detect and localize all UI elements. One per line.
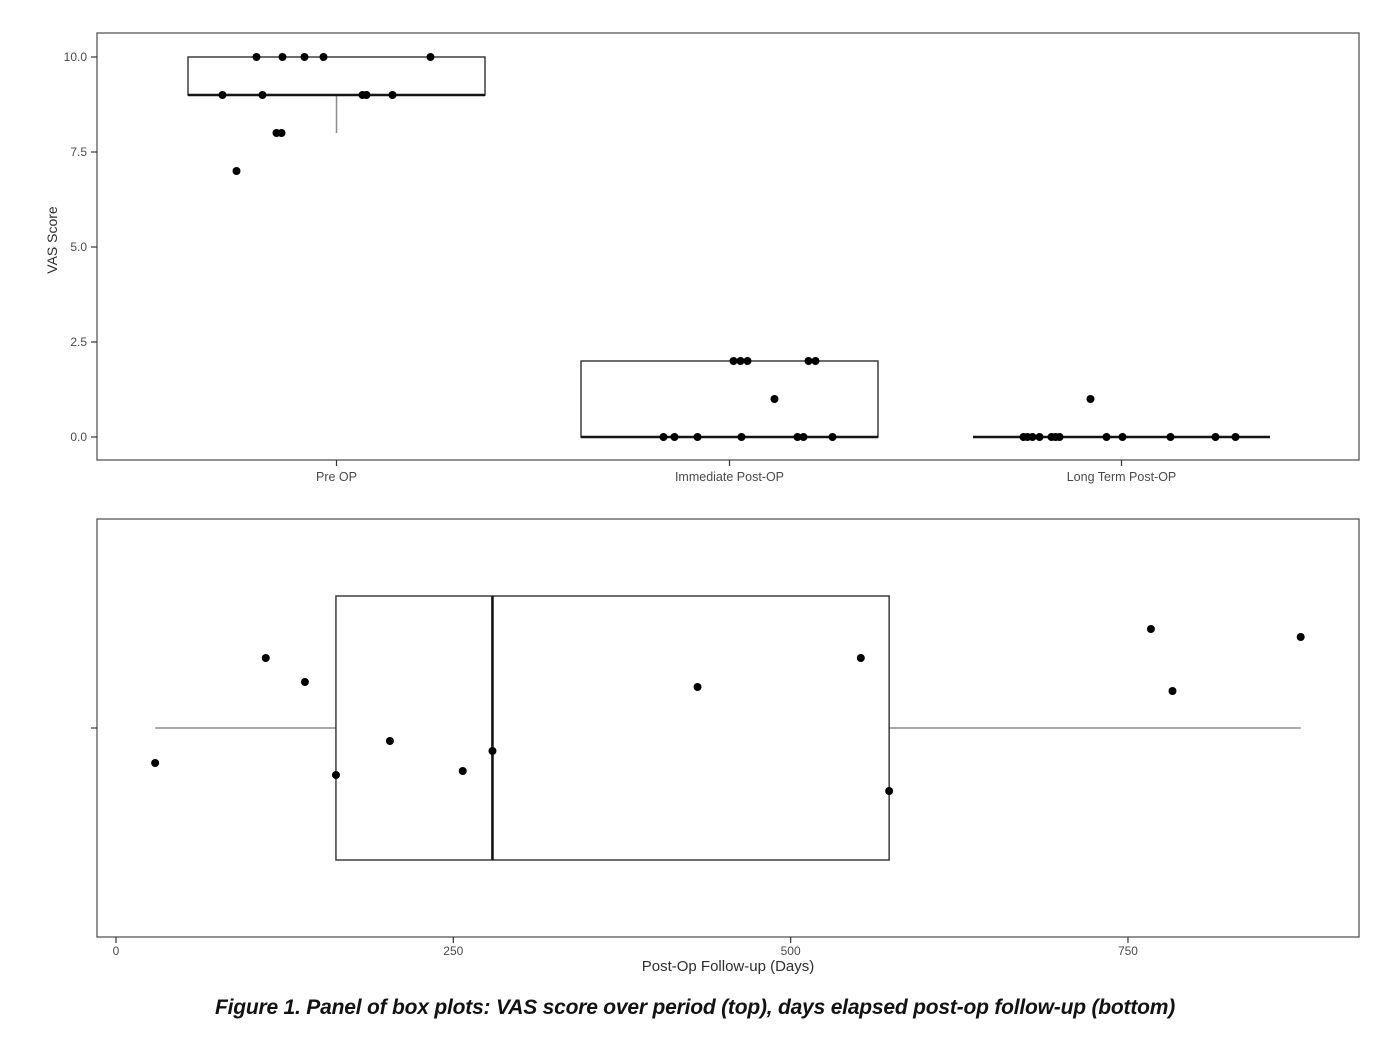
jitter-point [1102,433,1111,441]
jitter-point [736,357,745,365]
jitter-point [278,53,287,61]
jitter-point [1035,433,1044,441]
jitter-point [659,433,668,441]
jitter-point [252,53,261,61]
jitter-point [388,91,397,99]
jitter-point [793,433,802,441]
y-tick-label: 7.5 [70,145,87,159]
jitter-point [804,357,813,365]
jitter-point [856,654,865,662]
jitter-point [1146,625,1155,633]
jitter-point [1028,433,1037,441]
x-category-label: Immediate Post-OP [675,470,784,484]
x-category-label: Pre OP [316,470,357,484]
jitter-point [261,654,270,662]
x-tick-label: 0 [113,944,120,958]
x-tick-label: 250 [443,944,463,958]
y-tick-label: 5.0 [70,240,87,254]
jitter-point [1211,433,1220,441]
jitter-point [770,395,779,403]
jitter-point [426,53,435,61]
jitter-point [277,129,286,137]
jitter-point [1055,433,1064,441]
jitter-point [693,433,702,441]
jitter-point [1296,633,1305,641]
jitter-point [670,433,679,441]
jitter-point [1086,395,1095,403]
followup-box [335,595,890,861]
followup-days-axis-title: Post-Op Follow-up (Days) [641,958,815,975]
jitter-point [1168,687,1177,695]
jitter-point [885,787,894,795]
jitter-point [319,53,328,61]
jitter-point [1231,433,1240,441]
jitter-point [488,747,497,755]
jitter-point [1166,433,1175,441]
vas-score-axis-title: VAS Score [44,206,60,274]
jitter-point [385,737,394,745]
y-tick-label: 2.5 [70,335,87,349]
jitter-point [811,357,820,365]
figure-caption: Figure 1. Panel of box plots: VAS score … [214,996,1176,1019]
jitter-point [729,357,738,365]
jitter-point [1118,433,1127,441]
jitter-point [218,91,227,99]
jitter-point [258,91,267,99]
box-1 [187,56,486,96]
y-tick-label: 0.0 [70,430,87,444]
x-tick-label: 500 [781,944,801,958]
box-2 [580,360,879,438]
jitter-point [300,53,309,61]
jitter-point [693,683,702,691]
x-category-label: Long Term Post-OP [1067,470,1177,484]
jitter-point [737,433,746,441]
jitter-point [151,759,160,767]
jitter-point [232,167,241,175]
x-tick-label: 750 [1118,944,1138,958]
jitter-point [331,771,340,779]
jitter-point [828,433,837,441]
jitter-point [799,433,808,441]
jitter-point [743,357,752,365]
y-tick-label: 10.0 [64,50,88,64]
jitter-point [458,767,467,775]
jitter-point [300,678,309,686]
jitter-point [362,91,371,99]
